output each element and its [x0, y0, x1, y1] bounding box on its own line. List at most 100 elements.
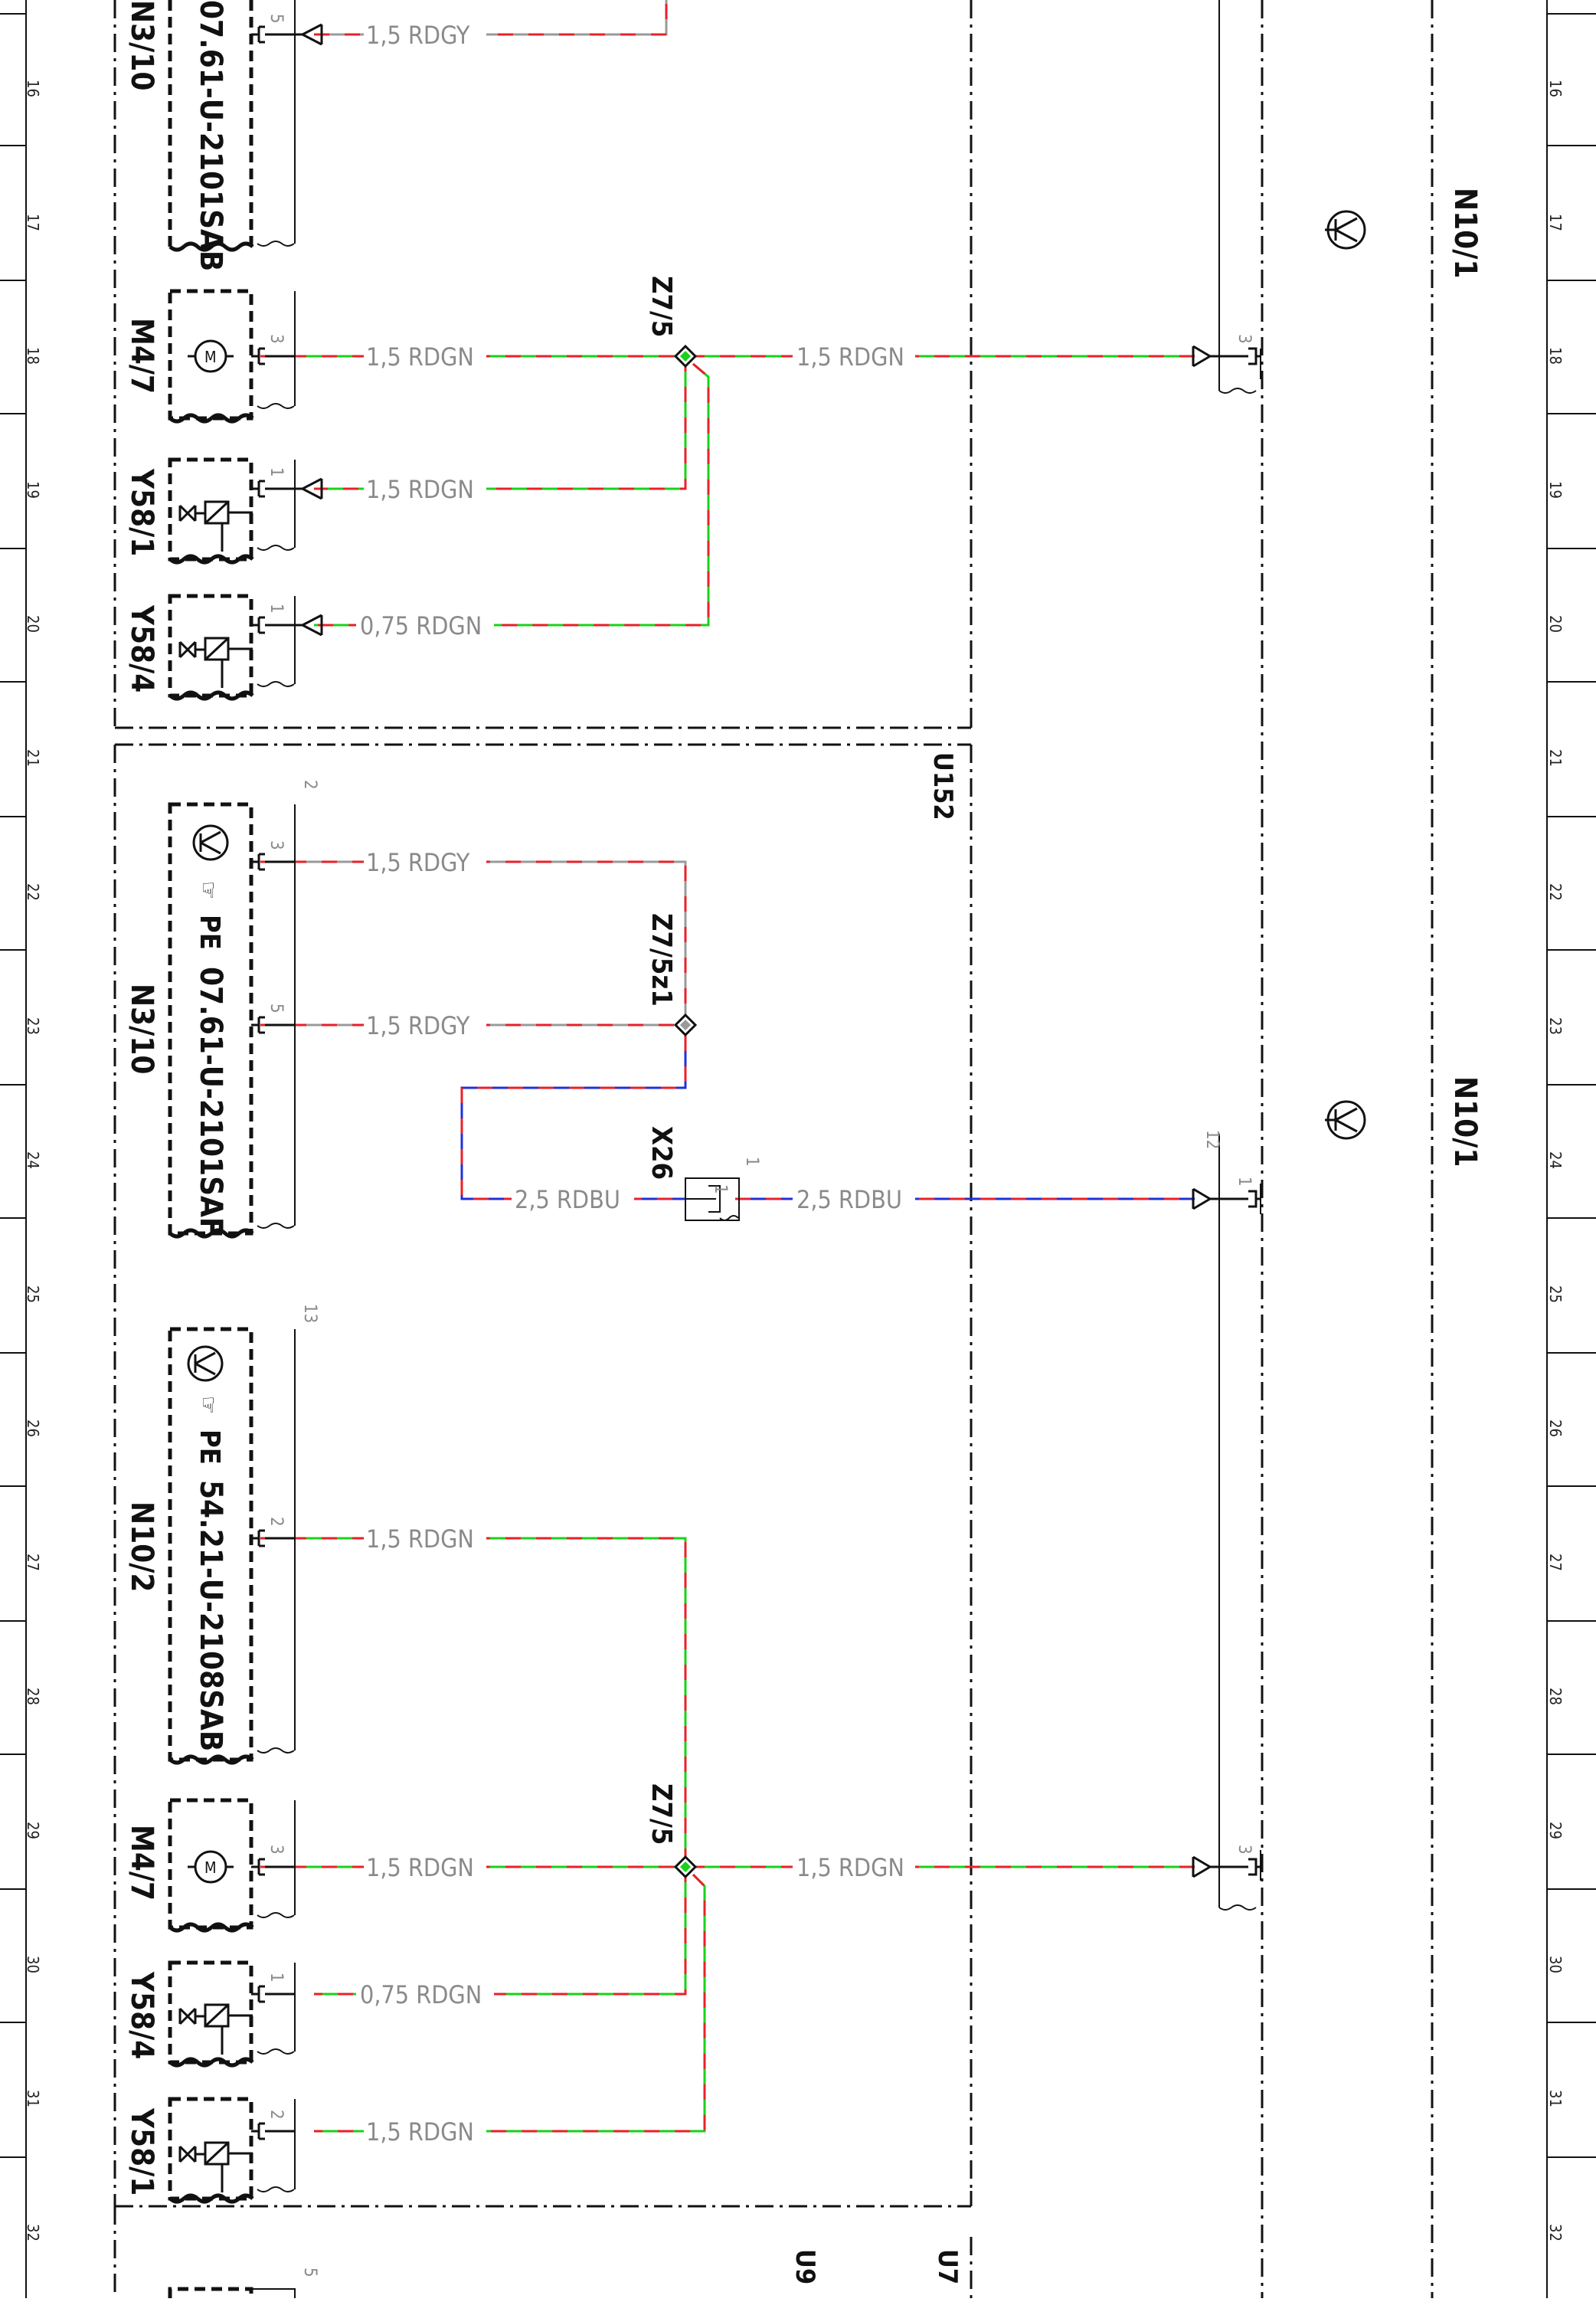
svg-text:M: M — [204, 1858, 217, 1877]
label-part-lower: 54.21-U-2108SAB — [193, 1480, 228, 1751]
row-label: 23 — [24, 1017, 42, 1035]
pin-label: 3 — [267, 840, 286, 850]
row-label: 17 — [24, 214, 42, 231]
splice-z7-5z1 — [673, 1013, 698, 1037]
component-n3-10-mid — [168, 802, 296, 1239]
module-label-u9: U9 — [790, 2249, 820, 2284]
row-label: 20 — [24, 615, 42, 633]
row-label: 27 — [1546, 1554, 1565, 1571]
row-label: 17 — [1546, 214, 1565, 231]
row-label: 24 — [24, 1151, 42, 1169]
pin-label: 1 — [267, 1973, 286, 1983]
pin-label: 13 — [300, 1304, 319, 1323]
n10-1-connector-strip — [1218, 0, 1261, 1911]
row-label: 32 — [24, 2224, 42, 2241]
solenoid-valve-icon — [178, 2003, 253, 2055]
row-label: 28 — [24, 1688, 42, 1705]
row-label: 16 — [1546, 80, 1565, 97]
row-label: 21 — [1546, 749, 1565, 767]
row-label: 32 — [1546, 2224, 1565, 2241]
row-label: 29 — [1546, 1822, 1565, 1839]
solenoid-valve-icon — [178, 500, 253, 552]
row-label: 19 — [24, 481, 42, 499]
row-label: 16 — [24, 80, 42, 97]
label-y58-4-top: Y58/4 — [124, 604, 159, 693]
wire-label: 1,5 RDGN — [366, 1524, 474, 1554]
pin-label: 1 — [267, 604, 286, 614]
component-y58-4-top — [168, 594, 296, 701]
pin-label: 5 — [267, 14, 286, 24]
hand-pointer-icon: ☞ — [195, 881, 221, 899]
row-label: 19 — [1546, 481, 1565, 499]
row-label: 22 — [24, 883, 42, 901]
component-m4-7-bottom — [168, 1798, 296, 1933]
component-n3-10-top — [168, 0, 296, 252]
pin-label: 1 — [267, 467, 286, 477]
n10-1-pin-arrows — [1192, 345, 1261, 1878]
label-part-mid: 07.61-U-2101SAF — [193, 967, 228, 1236]
wire-label: 2,5 RDBU — [515, 1185, 620, 1214]
wire-label: 1,5 RDGN — [796, 342, 904, 372]
component-y58-4-bottom — [168, 1960, 296, 2068]
module-boundaries — [113, 0, 1434, 2298]
pin-label: 3 — [1235, 1845, 1254, 1855]
row-label: 23 — [1546, 1017, 1565, 1035]
pin-label: 1 — [742, 1157, 761, 1167]
pin-label: 3 — [267, 334, 286, 344]
row-label: 25 — [1546, 1285, 1565, 1303]
pe-label-lower: PE — [194, 1429, 225, 1465]
left-row-ruler — [0, 0, 27, 2298]
row-label: 18 — [24, 347, 42, 365]
wire-label: 1,5 RDGN — [366, 2117, 474, 2146]
row-label: 26 — [24, 1420, 42, 1437]
wire-rdgy-n3-10 — [260, 860, 687, 1027]
row-label: 25 — [24, 1285, 42, 1303]
pin-label: 2 — [300, 780, 319, 790]
right-row-ruler — [1546, 0, 1596, 2298]
wire-label: 1,5 RDGY — [366, 848, 470, 877]
transistor-icon — [192, 824, 229, 861]
pin-label: 1 — [711, 1184, 730, 1194]
label-y58-1-bottom: Y58/1 — [124, 2107, 159, 2196]
wire-label: 1,5 RDGN — [366, 342, 474, 372]
component-pin-arrows — [251, 23, 323, 2140]
row-label: 28 — [1546, 1688, 1565, 1705]
row-label: 30 — [24, 1956, 42, 1973]
splice-label-z7-5-top: Z7/5 — [646, 276, 677, 337]
wire-label: 1,5 RDGN — [796, 1853, 904, 1882]
row-label: 24 — [1546, 1151, 1565, 1169]
motor-icon: M — [188, 339, 234, 373]
row-label: 26 — [1546, 1420, 1565, 1437]
pin-label: 3 — [1235, 334, 1254, 344]
row-label: 29 — [24, 1822, 42, 1839]
row-label: 30 — [1546, 1956, 1565, 1973]
pin-label: 12 — [1202, 1130, 1222, 1149]
label-n10-2: N10/2 — [124, 1501, 159, 1592]
motor-icon: M — [188, 1850, 234, 1884]
row-label: 21 — [24, 749, 42, 767]
label-part-top: 07.61-U-2101SAB — [193, 0, 228, 271]
pin-label: 5 — [300, 2268, 319, 2277]
pin-label: 2 — [267, 1517, 286, 1527]
component-y58-1-bottom — [168, 2097, 296, 2204]
label-m4-7-top: M4/7 — [124, 318, 159, 394]
label-n10-1-mid: N10/1 — [1447, 1076, 1483, 1167]
label-n10-1-top: N10/1 — [1447, 188, 1483, 278]
wire-rdbu — [460, 1036, 1195, 1200]
splice-z7-5-top — [673, 344, 698, 368]
component-n10-2 — [168, 1327, 296, 1765]
transistor-icon — [187, 1345, 224, 1382]
row-label: 20 — [1546, 615, 1565, 633]
wire-label: 1,5 RDGN — [366, 1853, 474, 1882]
svg-text:M: M — [204, 348, 217, 366]
splice-label-z7-5z1: Z7/5z1 — [646, 913, 677, 1007]
module-label-u152: U152 — [927, 752, 958, 820]
wire-label: 1,5 RDGY — [366, 21, 470, 50]
label-y58-4-bottom: Y58/4 — [124, 1971, 159, 2059]
component-y58-1-top — [168, 457, 296, 565]
row-label: 18 — [1546, 347, 1565, 365]
pin-label: 1 — [1235, 1177, 1254, 1187]
module-label-u7: U7 — [932, 2249, 963, 2284]
solenoid-valve-icon — [178, 637, 253, 688]
